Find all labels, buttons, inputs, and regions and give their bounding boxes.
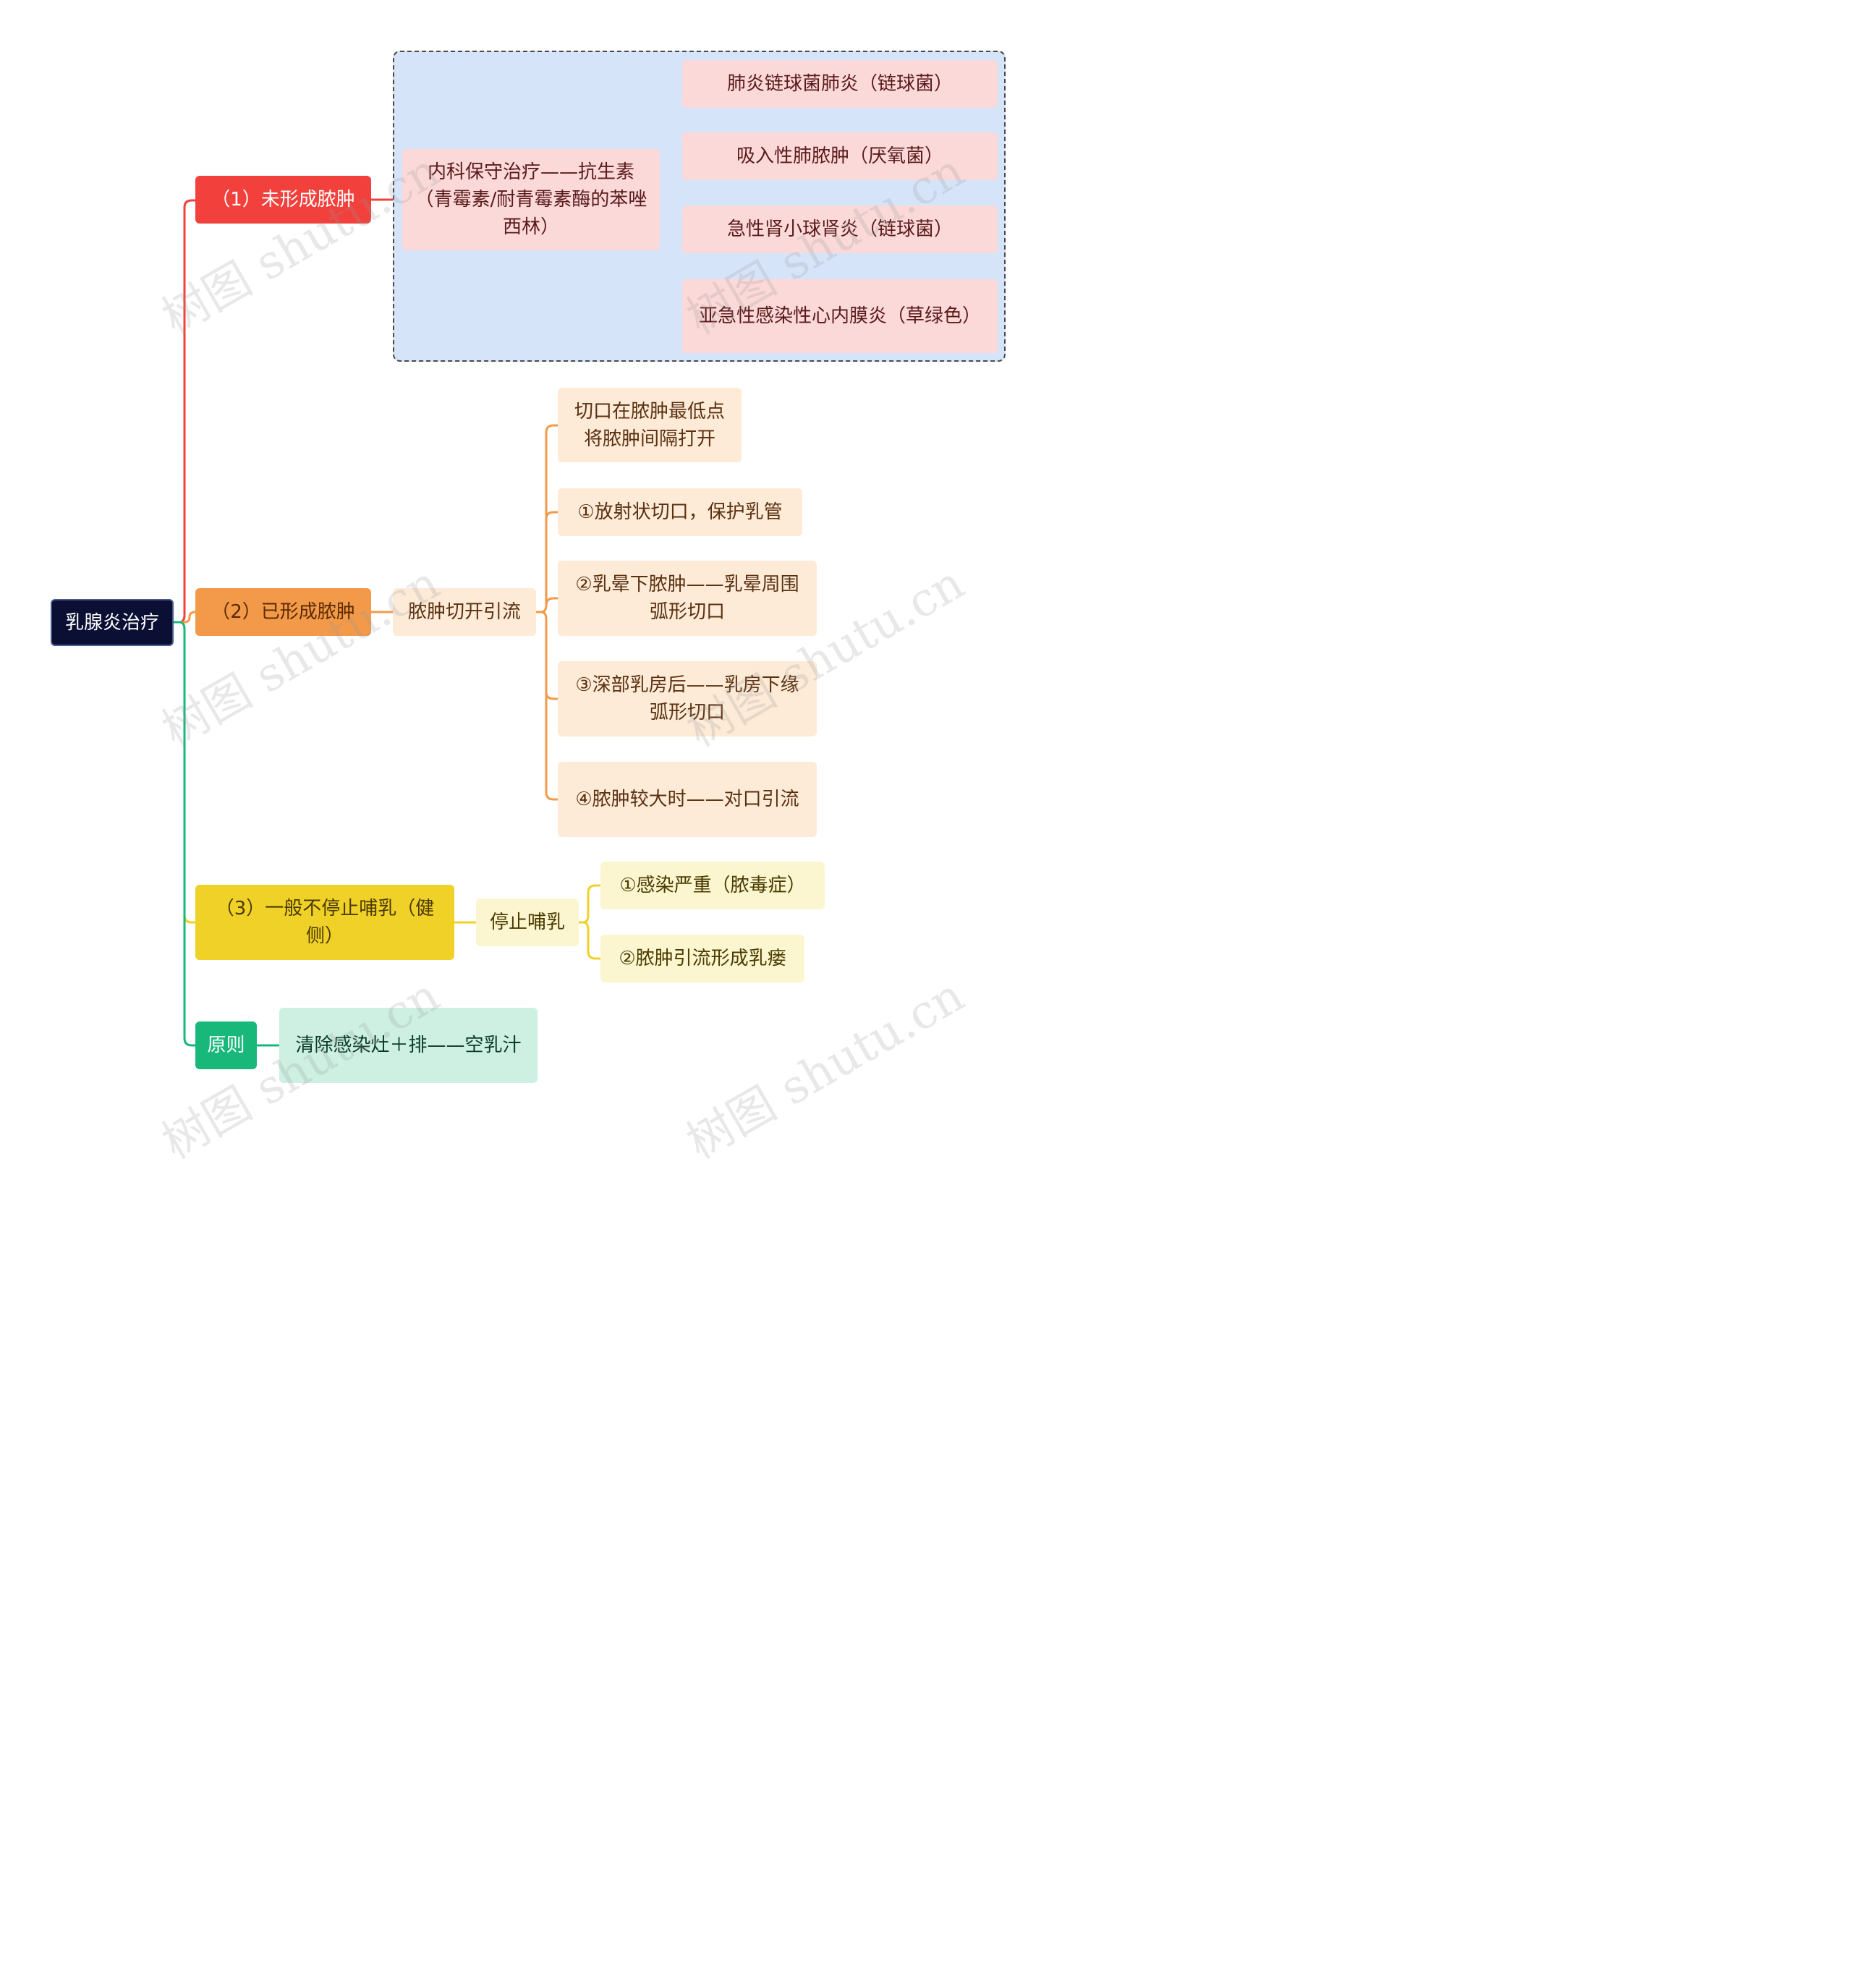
leaf-label: ②脓肿引流形成乳瘘 bbox=[619, 948, 786, 969]
leaf-node-2-2[interactable]: ①放射状切口，保护乳管 bbox=[558, 488, 802, 536]
leaf-node-3-2[interactable]: ②脓肿引流形成乳瘘 bbox=[600, 935, 804, 982]
child-node-4-1[interactable]: 清除感染灶＋排——空乳汁 bbox=[279, 1008, 538, 1083]
leaf-label: 肺炎链球菌肺炎（链球菌） bbox=[726, 73, 953, 95]
leaf-label: ②乳晕下脓肿——乳晕周围弧形切口 bbox=[575, 574, 799, 623]
leaf-node-2-4[interactable]: ③深部乳房后——乳房下缘弧形切口 bbox=[558, 661, 817, 736]
leaf-node-2-1[interactable]: 切口在脓肿最低点将脓肿间隔打开 bbox=[558, 388, 742, 462]
branch-node-2[interactable]: （2）已形成脓肿 bbox=[195, 588, 371, 636]
child-label: 内科保守治疗——抗生素（青霉素/耐青霉素酶的苯唑西林） bbox=[415, 161, 647, 238]
leaf-node-1-4[interactable]: 亚急性感染性心内膜炎（草绿色） bbox=[682, 279, 998, 353]
leaf-node-1-2[interactable]: 吸入性肺脓肿（厌氧菌） bbox=[682, 132, 998, 180]
connector-c2-l2 bbox=[545, 511, 558, 520]
child-label: 脓肿切开引流 bbox=[407, 601, 521, 623]
child-label: 清除感染灶＋排——空乳汁 bbox=[295, 1035, 522, 1056]
child-node-3-1[interactable]: 停止哺乳 bbox=[476, 899, 579, 946]
branch-label: （3）一般不停止哺乳（健侧） bbox=[215, 898, 435, 947]
connector-root-b2 bbox=[174, 611, 196, 624]
root-node[interactable]: 乳腺炎治疗 bbox=[51, 599, 174, 646]
branch-node-3[interactable]: （3）一般不停止哺乳（健侧） bbox=[195, 885, 454, 960]
leaf-label: 亚急性感染性心内膜炎（草绿色） bbox=[698, 305, 981, 327]
root-label: 乳腺炎治疗 bbox=[64, 611, 159, 634]
mind-map-canvas: 乳腺炎治疗 （1）未形成脓肿 内科保守治疗——抗生素（青霉素/耐青霉素酶的苯唑西… bbox=[0, 0, 1056, 1170]
connector-c2-l4 bbox=[540, 611, 558, 700]
connector-c3-l1 bbox=[579, 884, 600, 924]
child-node-1-1[interactable]: 内科保守治疗——抗生素（青霉素/耐青霉素酶的苯唑西林） bbox=[402, 149, 660, 250]
leaf-node-2-5[interactable]: ④脓肿较大时——对口引流 bbox=[558, 762, 817, 837]
branch-label: 原则 bbox=[207, 1035, 245, 1056]
leaf-node-2-3[interactable]: ②乳晕下脓肿——乳晕周围弧形切口 bbox=[558, 561, 817, 636]
leaf-label: 吸入性肺脓肿（厌氧菌） bbox=[736, 145, 943, 167]
connector-c3-l2 bbox=[582, 921, 600, 960]
leaf-label: ③深部乳房后——乳房下缘弧形切口 bbox=[575, 674, 799, 723]
branch-label: （2）已形成脓肿 bbox=[211, 601, 355, 623]
leaf-label: ④脓肿较大时——对口引流 bbox=[575, 789, 799, 810]
branch-node-1[interactable]: （1）未形成脓肿 bbox=[195, 176, 371, 224]
leaf-node-3-1[interactable]: ①感染严重（脓毒症） bbox=[600, 862, 825, 909]
leaf-label: 切口在脓肿最低点将脓肿间隔打开 bbox=[574, 400, 725, 450]
leaf-node-1-3[interactable]: 急性肾小球肾炎（链球菌） bbox=[682, 205, 998, 253]
leaf-label: ①感染严重（脓毒症） bbox=[619, 875, 806, 896]
connector-c2-l5 bbox=[545, 687, 558, 801]
branch-label: （1）未形成脓肿 bbox=[211, 189, 355, 211]
connector-root-b4 bbox=[174, 621, 195, 1047]
leaf-label: 急性肾小球肾炎（链球菌） bbox=[726, 218, 953, 240]
leaf-label: ①放射状切口，保护乳管 bbox=[577, 501, 783, 523]
connector-c2-l3 bbox=[545, 597, 558, 606]
child-label: 停止哺乳 bbox=[489, 912, 565, 933]
branch-node-4[interactable]: 原则 bbox=[195, 1021, 257, 1069]
leaf-node-1-1[interactable]: 肺炎链球菌肺炎（链球菌） bbox=[682, 60, 998, 108]
connector-root-b1 bbox=[174, 199, 195, 624]
child-node-2-1[interactable]: 脓肿切开引流 bbox=[393, 588, 536, 636]
